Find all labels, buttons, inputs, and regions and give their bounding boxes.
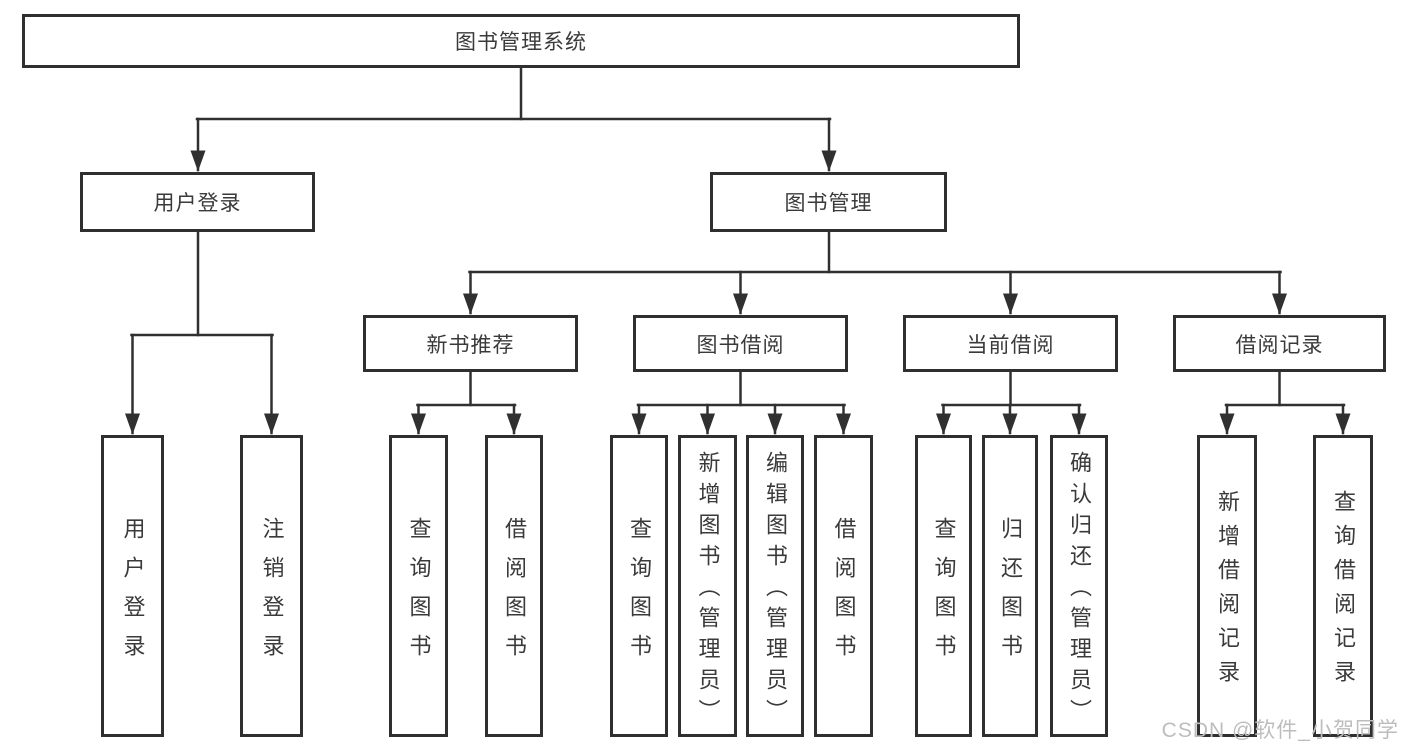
leaf-user-login: 用户登录	[101, 435, 164, 737]
leaf-borrow-books-recommend: 借阅图书	[485, 435, 543, 737]
leaf-confirm-return-admin: 确认归还（管理员）	[1050, 435, 1108, 737]
leaf-label: 编辑图书（管理员）	[763, 451, 788, 730]
leaf-add-borrow-record: 新增借阅记录	[1197, 435, 1257, 737]
leaf-label: 归还图书	[998, 516, 1023, 673]
node-label: 图书管理	[784, 192, 873, 215]
node-book-management: 图书管理	[710, 172, 947, 232]
leaf-edit-book-admin: 编辑图书（管理员）	[746, 435, 804, 737]
leaf-logout-login: 注销登录	[240, 435, 303, 737]
node-borrow-records: 借阅记录	[1173, 315, 1386, 372]
node-label: 借阅记录	[1235, 333, 1324, 357]
leaf-label: 注销登录	[259, 516, 285, 673]
node-library-system: 图书管理系统	[22, 14, 1020, 68]
leaf-label: 借阅图书	[502, 516, 527, 673]
node-user-login: 用户登录	[80, 172, 315, 232]
leaf-borrow-books-2: 借阅图书	[814, 435, 873, 737]
node-book-borrow: 图书借阅	[633, 315, 848, 372]
leaf-label: 新增图书（管理员）	[695, 451, 721, 730]
csdn-watermark: CSDN @软件_小贺同学	[1161, 719, 1399, 742]
node-label: 图书管理系统	[455, 31, 587, 54]
leaf-label: 查询图书	[406, 516, 432, 673]
node-current-borrow: 当前借阅	[903, 315, 1118, 372]
leaf-label: 查询图书	[931, 516, 957, 673]
node-label: 图书借阅	[696, 333, 785, 357]
leaf-query-books-borrow: 查询图书	[610, 435, 668, 737]
leaf-label: 用户登录	[120, 516, 146, 673]
leaf-query-borrow-record: 查询借阅记录	[1313, 435, 1373, 737]
node-new-book-recommend: 新书推荐	[363, 315, 578, 372]
leaf-label: 借阅图书	[831, 516, 857, 673]
leaf-query-books-current: 查询图书	[915, 435, 972, 737]
leaf-query-books-recommend: 查询图书	[389, 435, 448, 737]
node-label: 用户登录	[153, 192, 242, 215]
leaf-label: 查询图书	[627, 516, 652, 673]
leaf-add-book-admin: 新增图书（管理员）	[678, 435, 737, 737]
leaf-label: 新增借阅记录	[1215, 490, 1240, 694]
leaf-label: 查询借阅记录	[1331, 490, 1356, 694]
node-label: 当前借阅	[966, 333, 1055, 357]
leaf-label: 确认归还（管理员）	[1067, 451, 1092, 730]
node-label: 新书推荐	[426, 333, 515, 357]
leaf-return-books: 归还图书	[982, 435, 1038, 737]
